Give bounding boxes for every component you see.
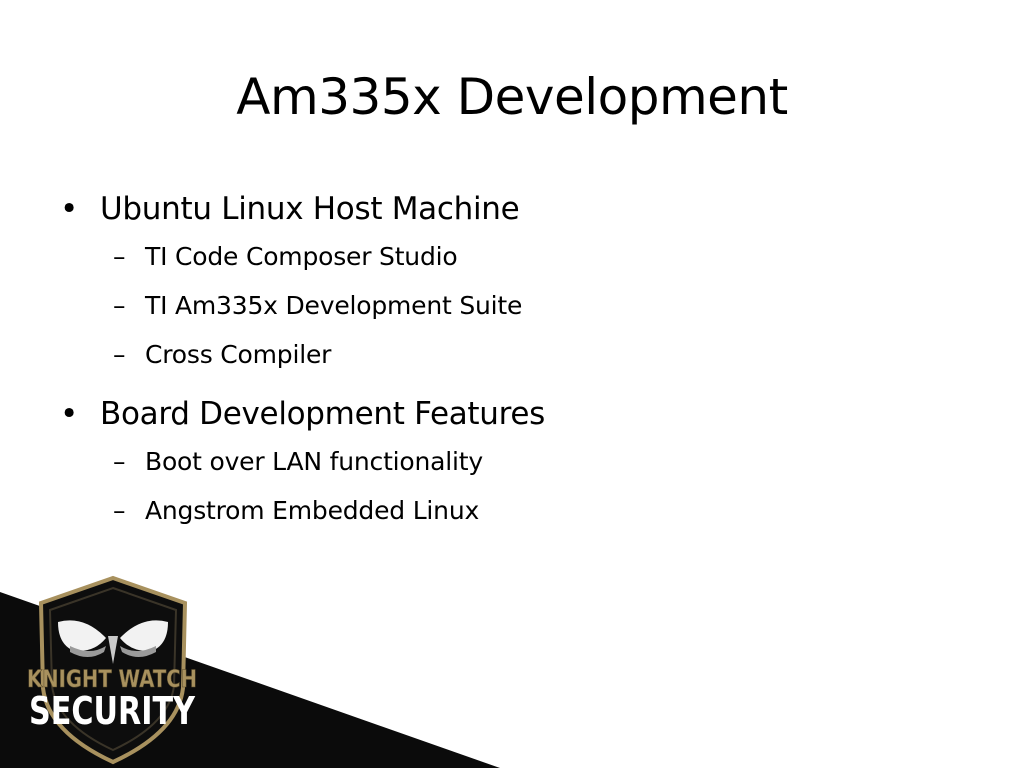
sub-bullet-glyph: – [113,242,126,271]
bullet-text: Board Development Features [100,396,546,432]
bullet-glyph: • [60,396,78,432]
shield-icon [38,575,188,765]
bullet-item: • Ubuntu Linux Host Machine [56,186,956,232]
sub-bullet-glyph: – [113,340,126,369]
sub-bullet-text: Boot over LAN functionality [145,447,483,476]
sub-bullet-text: Cross Compiler [145,340,332,369]
sub-bullet-item: – TI Code Composer Studio [56,232,956,281]
footer-band [0,592,500,768]
logo-line1: KNIGHT WATCH [27,665,197,693]
slide-title: Am335x Development [236,68,788,126]
knight-watch-logo: KNIGHT WATCH SECURITY [27,575,197,765]
bullet-glyph: • [60,191,78,227]
logo-line2: SECURITY [29,689,195,733]
sub-bullet-item: – Boot over LAN functionality [56,437,956,486]
sub-bullet-text: TI Code Composer Studio [145,242,458,271]
sub-bullet-item: – TI Am335x Development Suite [56,281,956,330]
sub-bullet-glyph: – [113,447,126,476]
sub-bullet-item: – Cross Compiler [56,330,956,379]
sub-bullet-text: Angstrom Embedded Linux [145,496,480,525]
knight-helmet-icon [58,620,168,664]
bullet-item: • Board Development Features [56,391,956,437]
sub-bullet-text: TI Am335x Development Suite [145,291,523,320]
bullet-text: Ubuntu Linux Host Machine [100,191,520,227]
sub-bullet-glyph: – [113,291,126,320]
sub-bullet-glyph: – [113,496,126,525]
sub-bullet-item: – Angstrom Embedded Linux [56,486,956,535]
slide-body: • Ubuntu Linux Host Machine – TI Code Co… [56,186,956,535]
